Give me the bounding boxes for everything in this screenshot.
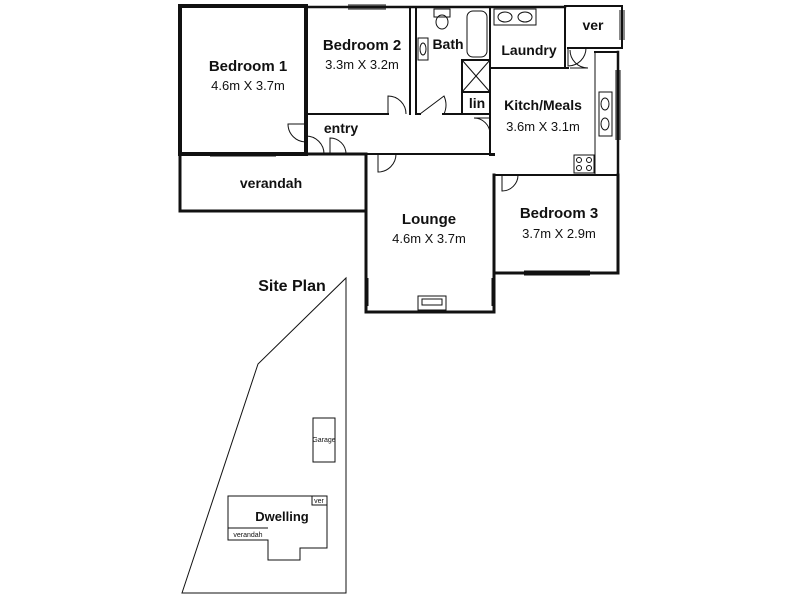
site-plan: Site Plan Garage ver Dwelling verandah [181, 276, 347, 594]
lounge-dims: 4.6m X 3.7m [392, 231, 466, 246]
lounge-name: Lounge [402, 211, 456, 228]
verandah-name: verandah [240, 175, 302, 191]
bedroom2-dims: 3.3m X 3.2m [325, 57, 399, 72]
floor-plan-walls [178, 4, 623, 314]
laundry-name: Laundry [501, 42, 556, 58]
site-verandah-label: verandah [233, 532, 262, 539]
ver-name: ver [582, 17, 604, 33]
room-labels: Bedroom 1 4.6m X 3.7m Bedroom 2 3.3m X 3… [209, 17, 604, 246]
site-garage-label: Garage [312, 437, 335, 444]
bedroom1-name: Bedroom 1 [209, 58, 287, 75]
bedroom3-dims: 3.7m X 2.9m [522, 226, 596, 241]
site-dwelling-label: Dwelling [255, 509, 309, 524]
floor-plan-windows [210, 4, 625, 306]
kitchen-dims: 3.6m X 3.1m [506, 119, 580, 134]
kitchen-name: Kitch/Meals [504, 97, 582, 113]
site-garage [312, 417, 336, 463]
entry-name: entry [324, 120, 358, 136]
bedroom2-name: Bedroom 2 [323, 37, 401, 54]
bedroom1-dims: 4.6m X 3.7m [211, 78, 285, 93]
site-dwelling [227, 495, 328, 561]
lin-name: lin [469, 95, 485, 111]
bath-name: Bath [432, 36, 463, 52]
site-boundary [181, 276, 347, 594]
site-plan-title: Site Plan [258, 278, 326, 295]
floor-plan-fixtures [417, 8, 613, 311]
site-ver-label: ver [314, 498, 324, 505]
bedroom3-name: Bedroom 3 [520, 205, 598, 222]
floor-plan-doors [287, 47, 589, 192]
